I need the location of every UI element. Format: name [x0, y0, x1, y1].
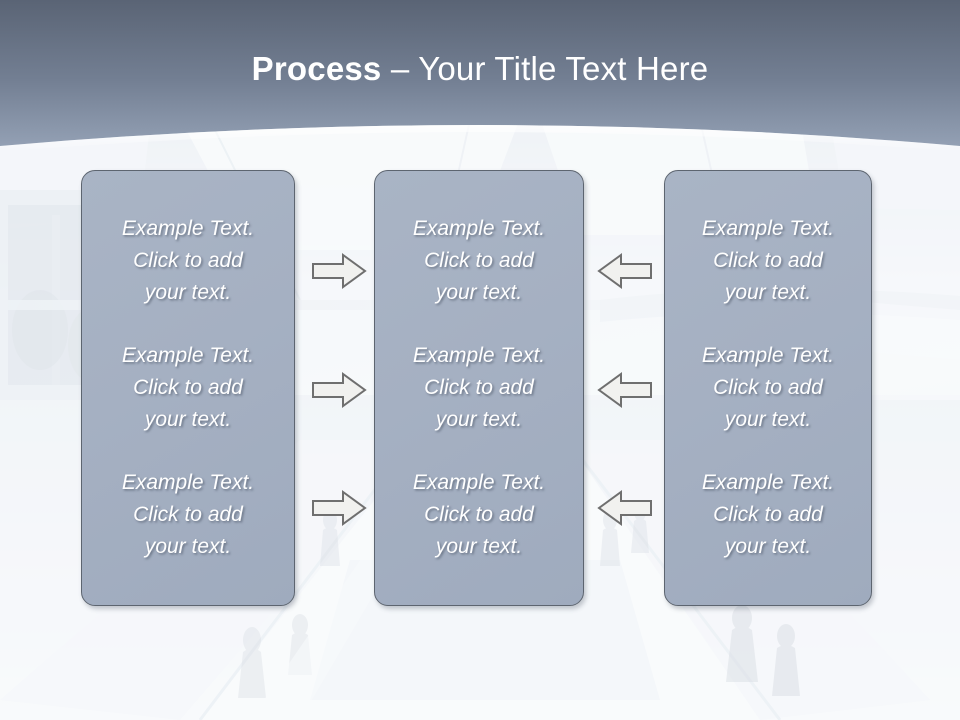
- process-text-3-3-line1: Example Text.: [701, 471, 835, 495]
- process-text-2-3[interactable]: Example Text. Click to add your text.: [389, 467, 569, 563]
- process-text-1-2-line1: Example Text.: [121, 343, 255, 367]
- process-text-2-1-line3: your text.: [435, 280, 523, 304]
- process-box-2[interactable]: Example Text. Click to add your text. Ex…: [374, 170, 584, 606]
- process-text-3-1-line1: Example Text.: [701, 216, 835, 240]
- process-text-1-1-line2: Click to add: [133, 248, 243, 272]
- process-text-3-3[interactable]: Example Text. Click to add your text.: [679, 467, 857, 563]
- page-title-rest: Your Title Text Here: [418, 50, 709, 87]
- process-text-1-1-line1: Example Text.: [121, 216, 255, 240]
- process-text-3-2-line3: your text.: [724, 407, 812, 431]
- arrow-left-icon-row2: [597, 372, 653, 408]
- process-text-1-3-line2: Click to add: [133, 503, 243, 527]
- process-text-2-3-line1: Example Text.: [412, 471, 546, 495]
- process-text-3-1-line2: Click to add: [713, 248, 823, 272]
- process-text-1-3-line3: your text.: [144, 535, 232, 559]
- process-text-2-2[interactable]: Example Text. Click to add your text.: [389, 340, 569, 436]
- process-text-1-2-line2: Click to add: [133, 375, 243, 399]
- process-text-1-3-line1: Example Text.: [121, 471, 255, 495]
- process-text-2-2-line1: Example Text.: [412, 343, 546, 367]
- process-text-1-3[interactable]: Example Text. Click to add your text.: [96, 467, 280, 563]
- process-box-3[interactable]: Example Text. Click to add your text. Ex…: [664, 170, 872, 606]
- process-text-3-1-line3: your text.: [724, 280, 812, 304]
- process-text-1-1[interactable]: Example Text. Click to add your text.: [96, 213, 280, 309]
- process-text-3-3-line3: your text.: [724, 535, 812, 559]
- process-text-2-2-line3: your text.: [435, 407, 523, 431]
- arrow-right-icon-row3: [311, 490, 367, 526]
- process-box-1[interactable]: Example Text. Click to add your text. Ex…: [81, 170, 295, 606]
- process-text-2-1-line1: Example Text.: [412, 216, 546, 240]
- arrow-left-icon-row3: [597, 490, 653, 526]
- page-title: Process – Your Title Text Here: [0, 48, 960, 90]
- arrow-right-icon-row2: [311, 372, 367, 408]
- process-text-3-3-line2: Click to add: [713, 503, 823, 527]
- process-text-1-1-line3: your text.: [144, 280, 232, 304]
- process-text-2-1[interactable]: Example Text. Click to add your text.: [389, 213, 569, 309]
- process-text-3-2-line1: Example Text.: [701, 343, 835, 367]
- process-text-3-2[interactable]: Example Text. Click to add your text.: [679, 340, 857, 436]
- arrow-right-icon-row1: [311, 253, 367, 289]
- process-text-3-2-line2: Click to add: [713, 375, 823, 399]
- process-text-2-3-line2: Click to add: [424, 503, 534, 527]
- title-banner: [0, 0, 960, 150]
- process-text-2-2-line2: Click to add: [424, 375, 534, 399]
- process-text-2-3-line3: your text.: [435, 535, 523, 559]
- process-text-2-1-line2: Click to add: [424, 248, 534, 272]
- process-text-1-2-line3: your text.: [144, 407, 232, 431]
- arrow-left-icon-row1: [597, 253, 653, 289]
- page-title-separator: –: [381, 50, 419, 87]
- process-text-1-2[interactable]: Example Text. Click to add your text.: [96, 340, 280, 436]
- process-text-3-1[interactable]: Example Text. Click to add your text.: [679, 213, 857, 309]
- page-title-bold: Process: [251, 50, 382, 87]
